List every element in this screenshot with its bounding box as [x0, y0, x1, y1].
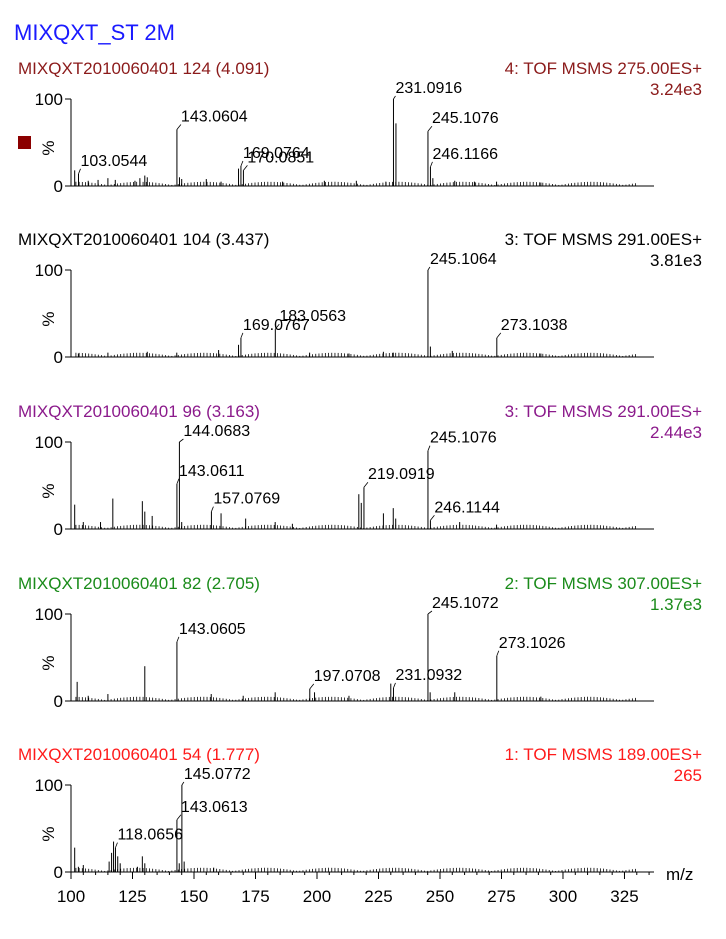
peak-label: 118.0656 [117, 827, 183, 844]
panel-header-left: MIXQXT2010060401 82 (2.705) [18, 574, 260, 593]
panel-intensity: 2.44e3 [650, 423, 702, 442]
y-axis-label: % [39, 140, 58, 155]
peak-label-leader [176, 478, 180, 484]
y-tick-label: 0 [54, 692, 63, 711]
peak-label: 246.1144 [434, 499, 500, 516]
x-tick-label: 200 [303, 887, 331, 906]
x-tick-label: 275 [487, 887, 515, 906]
peak-label: 143.0613 [181, 799, 248, 816]
peak-label: 169.0764 [243, 145, 310, 162]
y-axis-label: % [39, 483, 58, 498]
peak-label-leader [427, 610, 433, 615]
y-tick-label: 0 [54, 348, 63, 367]
peak-label: 143.0604 [181, 108, 248, 125]
peak-label: 219.0919 [368, 466, 435, 483]
peak-label-leader [430, 515, 435, 521]
y-tick-label: 100 [35, 605, 63, 624]
peak-label-leader [176, 124, 182, 130]
page-title: MIXQXT_ST 2M [14, 20, 175, 45]
panel-header-right: 2: TOF MSMS 307.00ES+ [505, 574, 702, 593]
y-tick-label: 100 [35, 90, 63, 109]
panel-marker-square [18, 136, 31, 149]
panel-intensity: 265 [674, 766, 702, 785]
panel-header-left: MIXQXT2010060401 104 (3.437) [18, 230, 269, 249]
y-tick-label: 0 [54, 863, 63, 882]
x-tick-label: 325 [610, 887, 638, 906]
peak-label: 245.1076 [430, 430, 497, 447]
peak-label-leader [496, 650, 500, 656]
peak-label-leader [179, 438, 184, 443]
y-tick-label: 100 [35, 433, 63, 452]
x-unit-label: m/z [666, 865, 693, 884]
x-tick-label: 300 [549, 887, 577, 906]
peak-label: 157.0769 [213, 491, 280, 508]
panel-header-left: MIXQXT2010060401 54 (1.777) [18, 745, 260, 764]
peak-label-leader [393, 682, 396, 689]
x-tick-label: 125 [118, 887, 146, 906]
peak-label-leader [427, 125, 433, 132]
panel-header-right: 3: TOF MSMS 291.00ES+ [505, 230, 702, 249]
peak-label: 245.1076 [432, 110, 499, 127]
peak-label-leader [496, 332, 502, 339]
peak-label-leader [240, 160, 244, 167]
x-tick-label: 175 [241, 887, 269, 906]
peak-label: 103.0544 [81, 153, 148, 170]
panel-header-right: 3: TOF MSMS 291.00ES+ [505, 402, 702, 421]
peak-label-leader [78, 168, 81, 174]
peak-label-leader [243, 165, 248, 171]
peak-label: 143.0611 [179, 463, 245, 480]
peak-label: 170.0851 [247, 149, 314, 166]
panel-header-right: 4: TOF MSMS 275.00ES+ [505, 59, 702, 78]
peak-label: 183.0563 [279, 308, 346, 325]
peak-label: 273.1026 [499, 635, 566, 652]
panel-header-left: MIXQXT2010060401 96 (3.163) [18, 402, 260, 421]
y-tick-label: 100 [35, 776, 63, 795]
peak-label: 246.1166 [432, 146, 498, 163]
peak-label: 169.0767 [243, 317, 310, 334]
y-axis-label: % [39, 311, 58, 326]
peak-label-leader [275, 323, 280, 330]
peak-label-leader [427, 445, 431, 451]
y-tick-label: 100 [35, 261, 63, 280]
panel-intensity: 3.24e3 [650, 80, 702, 99]
peak-label-leader [430, 161, 433, 168]
peak-label: 245.1072 [432, 595, 499, 612]
x-tick-label: 250 [426, 887, 454, 906]
peak-label-leader [363, 481, 369, 488]
peak-label: 143.0605 [179, 621, 246, 638]
peak-label-leader [115, 842, 118, 848]
y-axis-label: % [39, 655, 58, 670]
peak-label-leader [211, 506, 214, 512]
x-tick-label: 150 [180, 887, 208, 906]
peak-label-leader [309, 683, 315, 690]
peak-label: 145.0772 [184, 766, 251, 783]
panel-intensity: 1.37e3 [650, 595, 702, 614]
peak-label: 144.0683 [183, 423, 250, 440]
peak-label-leader [176, 636, 180, 642]
y-tick-label: 0 [54, 177, 63, 196]
y-axis-label: % [39, 826, 58, 841]
peak-label: 197.0708 [314, 668, 381, 685]
peak-label: 231.0932 [395, 667, 462, 684]
peak-label-leader [181, 781, 185, 786]
peak-label-leader [240, 332, 244, 339]
peak-label-leader [176, 814, 182, 821]
x-tick-label: 225 [364, 887, 392, 906]
x-tick-label: 100 [57, 887, 85, 906]
peak-label: 273.1038 [501, 317, 568, 334]
peak-label-leader [393, 95, 396, 100]
peak-label-leader [427, 266, 431, 271]
peak-label: 245.1064 [430, 251, 497, 268]
peak-label: 231.0916 [395, 80, 462, 97]
panel-header-left: MIXQXT2010060401 124 (4.091) [18, 59, 269, 78]
panel-intensity: 3.81e3 [650, 251, 702, 270]
panel-header-right: 1: TOF MSMS 189.00ES+ [505, 745, 702, 764]
y-tick-label: 0 [54, 520, 63, 539]
